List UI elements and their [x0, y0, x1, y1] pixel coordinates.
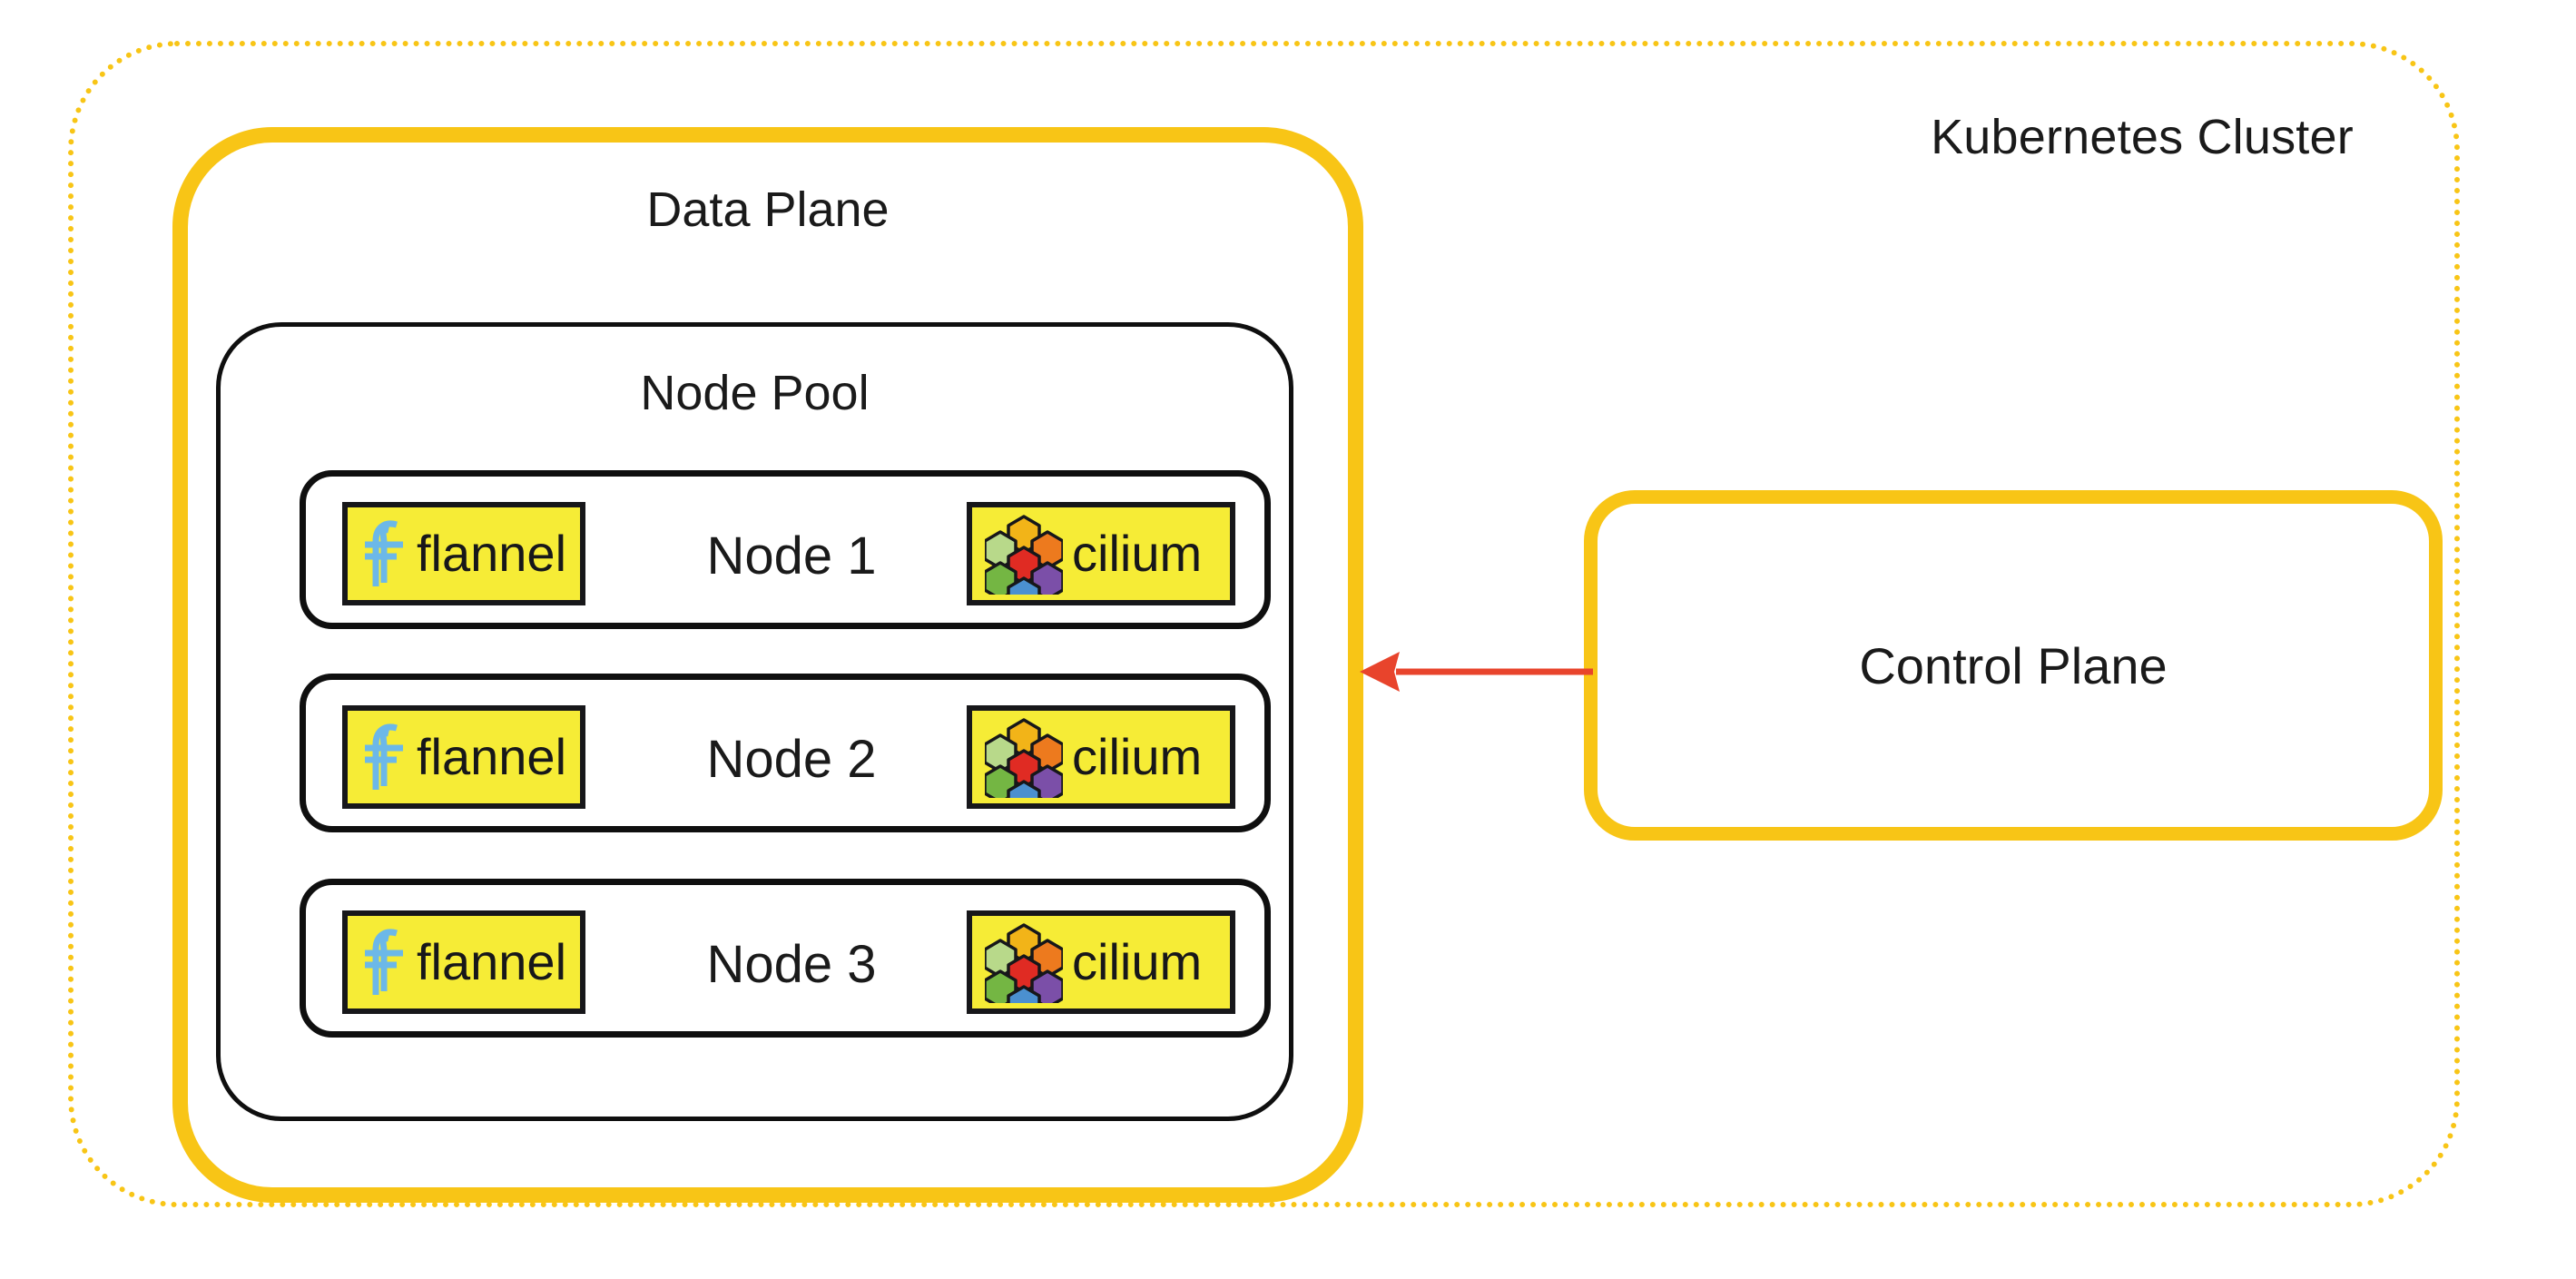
flannel-badge-text: flannel [417, 525, 567, 582]
node-name-label: Node 3 [706, 935, 877, 994]
node-name-label: Node 1 [706, 526, 877, 585]
cilium-badge: cilium [967, 502, 1235, 605]
flannel-badge: flannel [342, 705, 585, 809]
flannel-logo-icon [365, 929, 403, 995]
data-plane-label: Data Plane [646, 182, 890, 237]
kubernetes-cluster-label: Kubernetes Cluster [1931, 110, 2354, 164]
cilium-badge: cilium [967, 705, 1235, 809]
cilium-logo-icon [985, 515, 1063, 595]
control-plane-label: Control Plane [1859, 636, 2168, 694]
node-row[interactable]: flannel Node 1 cilium [300, 470, 1271, 629]
node-pool-label: Node Pool [640, 366, 870, 420]
cilium-logo-icon [985, 923, 1063, 1003]
flannel-badge: flannel [342, 502, 585, 605]
node-row[interactable]: flannel Node 2 cilium [300, 674, 1271, 832]
arrow-icon [1360, 652, 1593, 692]
cilium-badge-text: cilium [1072, 728, 1203, 785]
flannel-badge-text: flannel [417, 728, 567, 785]
flannel-logo-icon [365, 520, 403, 586]
cilium-logo-icon [985, 718, 1063, 798]
control-plane-to-data-plane-arrow [1352, 635, 1598, 708]
cilium-badge-text: cilium [1072, 933, 1203, 990]
flannel-logo-icon [365, 723, 403, 790]
flannel-badge: flannel [342, 910, 585, 1014]
kubernetes-cluster-boundary [68, 41, 2460, 1207]
cilium-badge: cilium [967, 910, 1235, 1014]
flannel-badge-text: flannel [417, 933, 567, 990]
node-row[interactable]: flannel Node 3 cilium [300, 879, 1271, 1038]
node-name-label: Node 2 [706, 730, 877, 789]
control-plane-container [1584, 490, 2443, 841]
cilium-badge-text: cilium [1072, 525, 1203, 582]
